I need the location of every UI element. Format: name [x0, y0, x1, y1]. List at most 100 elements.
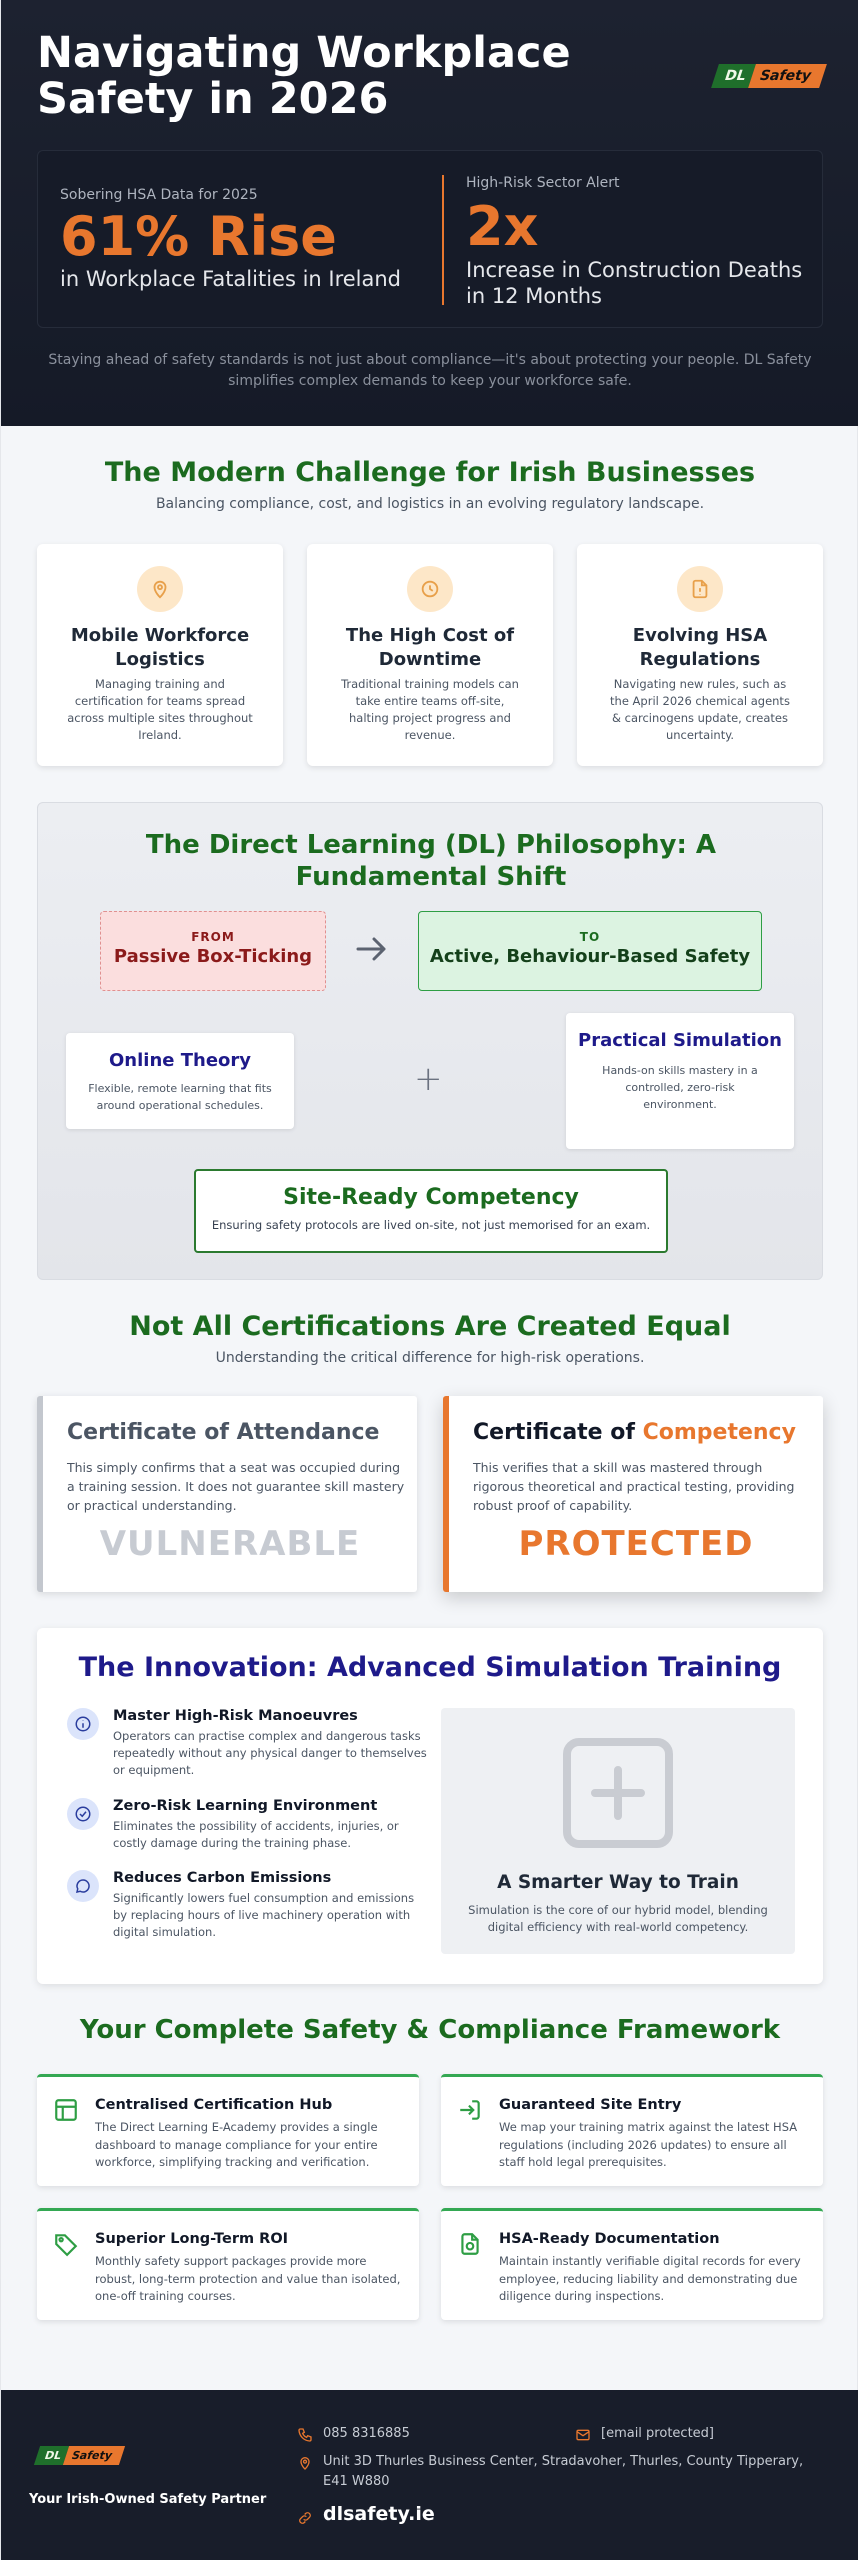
footer-email[interactable]: [email protected]	[575, 2424, 714, 2444]
framework-title: Your Complete Safety & Compliance Framew…	[79, 2015, 781, 2045]
online-theory-title: Online Theory	[108, 1050, 252, 1071]
card-text: Navigating new rules, such as the April …	[610, 677, 790, 742]
phone-text: 085 8316885	[323, 2426, 410, 2441]
document-alert-icon	[677, 566, 723, 612]
online-theory-card: Online Theory Flexible, remote learning …	[66, 1033, 294, 1129]
certs-title: Not All Certifications Are Created Equal	[129, 1311, 731, 1342]
stat-value: 2x	[466, 195, 539, 258]
cert-title: Certificate of Competency	[473, 1420, 796, 1445]
arrow-right-icon	[354, 933, 390, 969]
framework-card-site-entry: Guaranteed Site Entry We map your traini…	[441, 2074, 823, 2186]
chat-bubble-icon	[67, 1870, 99, 1902]
link-icon	[299, 2512, 311, 2524]
framework-card-text: Maintain instantly verifiable digital re…	[499, 2254, 801, 2303]
competency-title: Site-Ready Competency	[283, 1185, 579, 1210]
framework-card-roi: Superior Long-Term ROI Monthly safety su…	[37, 2208, 419, 2320]
challenge-title: The Modern Challenge for Irish Businesse…	[104, 457, 756, 488]
protected-stamp: PROTECTED	[518, 1524, 754, 1564]
vulnerable-stamp: VULNERABLE	[99, 1524, 361, 1564]
framework-card-hub: Centralised Certification Hub The Direct…	[37, 2074, 419, 2186]
mail-icon	[576, 2429, 590, 2441]
stat-label: Sobering HSA Data for 2025	[60, 187, 258, 203]
feature-text: Operators can practise complex and dange…	[113, 1729, 427, 1777]
challenge-card-downtime: The High Cost of Downtime Traditional tr…	[307, 544, 553, 766]
online-theory-text: Flexible, remote learning that fits arou…	[88, 1082, 272, 1112]
clock-icon	[407, 566, 453, 612]
certificate-attendance-card: Certificate of Attendance This simply co…	[37, 1396, 417, 1592]
competency-text: Ensuring safety protocols are lived on-s…	[211, 1218, 651, 1232]
from-label: FROM	[191, 930, 235, 944]
website-link[interactable]: dlsafety.ie	[323, 2503, 435, 2525]
logo-safety: Safety	[63, 2446, 126, 2465]
from-box: FROM Passive Box-Ticking	[100, 911, 326, 991]
framework-card-title: Guaranteed Site Entry	[499, 2097, 682, 2113]
framework-card-text: We map your training matrix against the …	[499, 2120, 798, 2169]
smarter-training-panel: A Smarter Way to Train Simulation is the…	[441, 1708, 795, 1954]
innovation-section: The Innovation: Advanced Simulation Trai…	[37, 1628, 823, 1984]
check-circle-icon	[67, 1798, 99, 1830]
layout-icon	[53, 2097, 79, 2127]
philosophy-title: The Direct Learning (DL) Philosophy: A F…	[145, 830, 717, 892]
philosophy-section: The Direct Learning (DL) Philosophy: A F…	[37, 802, 823, 1280]
feature-text: Eliminates the possibility of accidents,…	[113, 1819, 399, 1850]
stat-description: Increase in Construction Deaths in 12 Mo…	[466, 258, 803, 308]
card-title: Evolving HSA Regulations	[632, 625, 768, 670]
logo-safety: Safety	[747, 64, 827, 88]
framework-card-text: Monthly safety support packages provide …	[95, 2254, 401, 2303]
cert-title-prefix: Certificate of	[473, 1420, 643, 1445]
tag-icon	[53, 2231, 79, 2261]
stat-value: 61% Rise	[60, 205, 337, 268]
footer-address: Unit 3D Thurles Business Center, Stradav…	[297, 2452, 827, 2492]
from-value: Passive Box-Ticking	[113, 946, 313, 967]
framework-card-text: The Direct Learning E-Academy provides a…	[95, 2120, 378, 2169]
file-check-icon	[457, 2231, 483, 2261]
to-label: TO	[579, 930, 601, 944]
plus-sign: +	[414, 1059, 443, 1099]
site-ready-competency-card: Site-Ready Competency Ensuring safety pr…	[194, 1169, 668, 1253]
framework-card-documentation: HSA-Ready Documentation Maintain instant…	[441, 2208, 823, 2320]
sign-in-icon	[457, 2097, 483, 2127]
practical-simulation-title: Practical Simulation	[578, 1030, 782, 1051]
email-text: [email protected]	[601, 2426, 714, 2441]
cert-text: This verifies that a skill was mastered …	[473, 1460, 795, 1513]
stats-panel: Sobering HSA Data for 2025 61% Rise in W…	[37, 150, 823, 328]
practical-simulation-text: Hands-on skills mastery in a controlled,…	[602, 1064, 758, 1111]
cert-text: This simply confirms that a seat was occ…	[67, 1460, 405, 1513]
address-text: Unit 3D Thurles Business Center, Stradav…	[323, 2454, 804, 2489]
phone-icon	[298, 2428, 312, 2442]
footer-phone[interactable]: 085 8316885	[297, 2424, 410, 2444]
certs-subtitle: Understanding the critical difference fo…	[215, 1350, 645, 1366]
stat-construction: High-Risk Sector Alert 2x Increase in Co…	[466, 175, 806, 309]
cert-title-highlight: Competency	[642, 1420, 796, 1445]
feature-title: Zero-Risk Learning Environment	[113, 1798, 378, 1814]
map-pin-icon	[300, 2457, 310, 2470]
certificate-competency-card: Certificate of Competency This verifies …	[443, 1396, 823, 1592]
framework-card-title: HSA-Ready Documentation	[499, 2231, 720, 2247]
challenge-card-logistics: Mobile Workforce Logistics Managing trai…	[37, 544, 283, 766]
challenge-card-regulations: Evolving HSA Regulations Navigating new …	[577, 544, 823, 766]
practical-simulation-card: Practical Simulation Hands-on skills mas…	[566, 1013, 794, 1149]
panel-text: Simulation is the core of our hybrid mod…	[468, 1903, 768, 1934]
cert-title: Certificate of Attendance	[67, 1420, 380, 1445]
plus-square-icon	[561, 1736, 675, 1854]
framework-card-title: Centralised Certification Hub	[95, 2097, 333, 2113]
footer-website[interactable]: dlsafety.ie	[297, 2504, 435, 2526]
challenge-subtitle: Balancing compliance, cost, and logistic…	[155, 496, 705, 512]
stat-fatalities: Sobering HSA Data for 2025 61% Rise in W…	[60, 187, 440, 291]
innovation-title: The Innovation: Advanced Simulation Trai…	[78, 1652, 782, 1683]
feature-title: Master High-Risk Manoeuvres	[113, 1708, 358, 1724]
footer-tagline: Your Irish-Owned Safety Partner	[29, 2492, 267, 2507]
card-title: The High Cost of Downtime	[345, 625, 515, 670]
panel-title: A Smarter Way to Train	[497, 1872, 739, 1893]
card-text: Managing training and certification for …	[67, 677, 253, 742]
stat-divider	[442, 175, 444, 305]
framework-card-title: Superior Long-Term ROI	[95, 2231, 289, 2247]
to-value: Active, Behaviour-Based Safety	[429, 946, 751, 967]
feature-title: Reduces Carbon Emissions	[113, 1870, 332, 1886]
hero-subtitle: Staying ahead of safety standards is not…	[48, 352, 812, 389]
feature-text: Significantly lowers fuel consumption an…	[113, 1891, 415, 1939]
